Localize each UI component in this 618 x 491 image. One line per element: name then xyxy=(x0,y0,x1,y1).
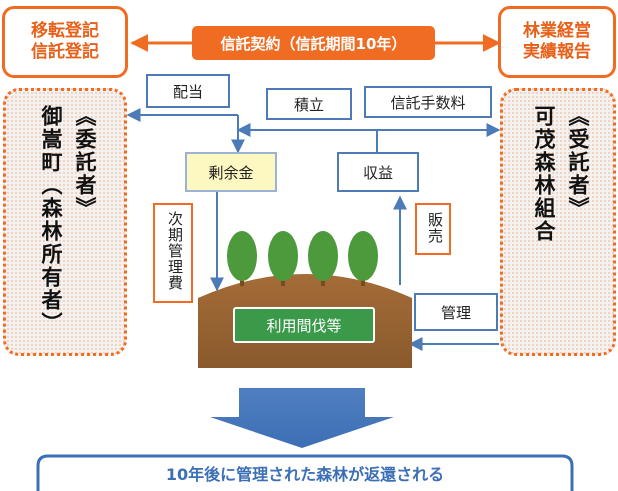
trust-fee-box: 信託手数料 xyxy=(364,86,492,118)
report-box: 林業経営 実績報告 xyxy=(498,6,616,78)
surplus-box: 剰余金 xyxy=(185,152,277,192)
contract-label: 信託契約（信託期間10年） xyxy=(220,34,407,53)
sales-label: 販売 xyxy=(426,212,444,244)
management-label: 管理 xyxy=(440,303,471,322)
revenue-box: 収益 xyxy=(337,152,419,192)
result-text: 10年後に管理された森林が返還される xyxy=(165,465,445,484)
contract-banner: 信託契約（信託期間10年） xyxy=(192,26,435,60)
sales-box: 販売 xyxy=(415,203,451,255)
trust-fee-label: 信託手数料 xyxy=(390,93,466,112)
trustor-label: 《委託者》 御嵩町（森林所有者） xyxy=(39,105,97,335)
next-cost-box: 次期管理費 xyxy=(153,203,193,303)
tree-2 xyxy=(268,231,298,286)
reserve-box: 積立 xyxy=(266,88,352,120)
reserve-label: 積立 xyxy=(293,95,324,114)
tree-1 xyxy=(227,231,257,286)
tree-3 xyxy=(308,231,338,286)
next-cost-label: 次期管理費 xyxy=(166,211,184,291)
surplus-label: 剰余金 xyxy=(208,163,254,182)
trustee-label: 《受託者》 可茂森林組合 xyxy=(532,105,590,243)
dividend-box: 配当 xyxy=(146,74,230,108)
thinning-label: 利用間伐等 xyxy=(266,316,342,335)
dividend-label: 配当 xyxy=(172,82,203,101)
big-down-arrow xyxy=(210,388,394,448)
thinning-label-box: 利用間伐等 xyxy=(233,307,375,343)
tree-4 xyxy=(348,231,378,286)
trustor-panel: 《委託者》 御嵩町（森林所有者） xyxy=(3,88,127,356)
revenue-label: 収益 xyxy=(362,163,393,182)
registration-box: 移転登記 信託登記 xyxy=(2,6,128,78)
management-box: 管理 xyxy=(414,293,498,331)
trustee-panel: 《受託者》 可茂森林組合 xyxy=(500,88,616,356)
result-panel-border xyxy=(36,454,574,491)
